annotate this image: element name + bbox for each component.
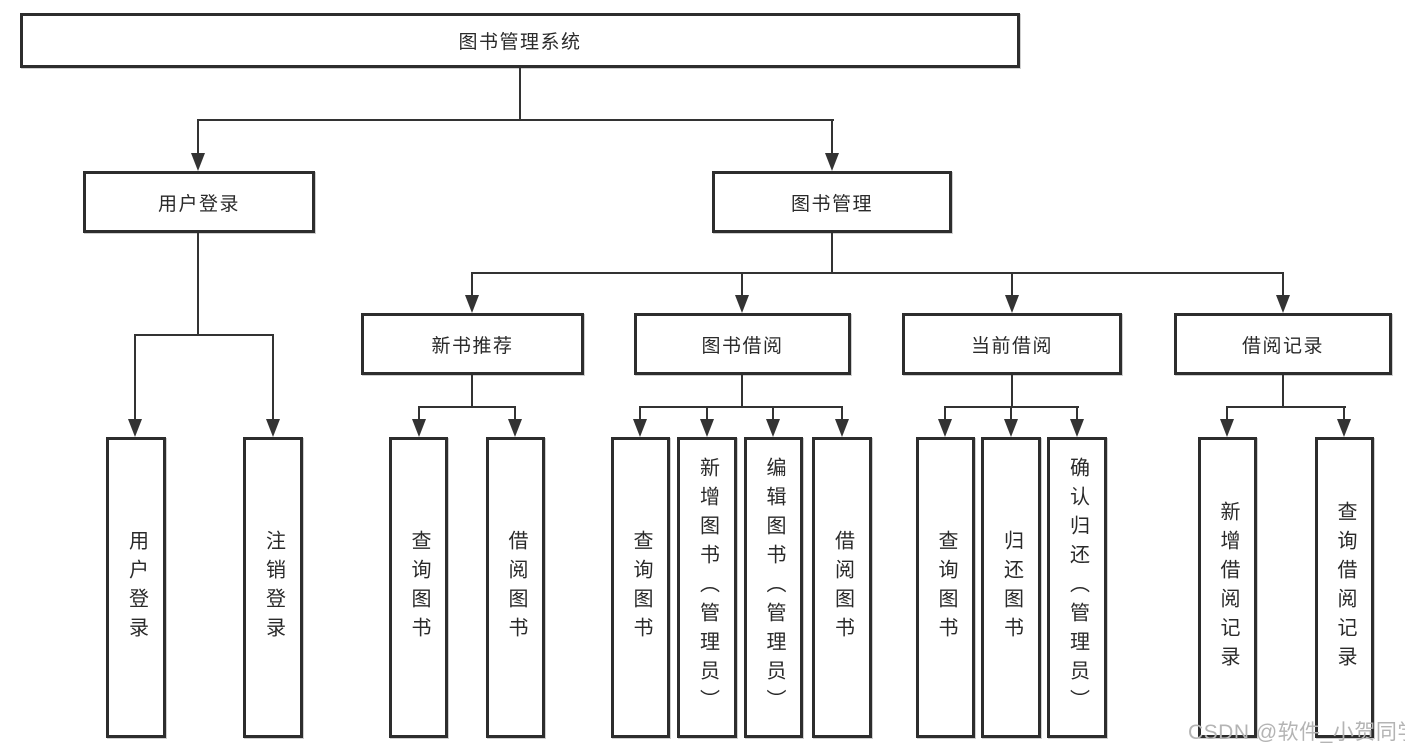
connector-line	[944, 406, 946, 419]
leaf-label: 查询借阅记录	[1334, 500, 1356, 675]
connector-line	[471, 272, 1284, 274]
leaf-label: 查询图书	[408, 529, 430, 646]
leaf-edit-book-admin: 编辑图书（管理员）	[744, 437, 803, 738]
leaf-query-books-3: 查询图书	[916, 437, 975, 738]
node-label: 当前借阅	[970, 335, 1053, 357]
leaf-borrow-books-1: 借阅图书	[486, 437, 545, 738]
leaf-label: 注销登录	[262, 529, 285, 646]
connector-line	[639, 406, 641, 419]
node-label: 借阅记录	[1241, 335, 1324, 357]
arrow-down-icon	[735, 295, 749, 313]
leaf-borrow-books-2: 借阅图书	[812, 437, 872, 738]
leaf-confirm-return-admin: 确认归还（管理员）	[1047, 437, 1107, 738]
connector-line	[519, 68, 521, 120]
connector-line	[831, 119, 833, 153]
leaf-label: 编辑图书（管理员）	[763, 457, 785, 718]
connector-line	[514, 406, 516, 419]
connector-line	[841, 406, 843, 419]
node-label: 用户登录	[157, 193, 240, 215]
arrow-down-icon	[938, 419, 952, 437]
connector-line	[418, 406, 516, 408]
node-book-management: 图书管理	[712, 171, 952, 233]
leaf-query-borrow-record: 查询借阅记录	[1315, 437, 1374, 738]
connector-line	[1282, 375, 1284, 408]
leaf-add-book-admin: 新增图书（管理员）	[677, 437, 737, 738]
connector-line	[272, 334, 274, 419]
arrow-down-icon	[1337, 419, 1351, 437]
node-current-borrow: 当前借阅	[902, 313, 1122, 375]
connector-line	[706, 406, 708, 419]
connector-line	[741, 375, 743, 408]
leaf-query-books-1: 查询图书	[389, 437, 448, 738]
connector-line	[471, 272, 473, 295]
arrow-down-icon	[465, 295, 479, 313]
leaf-label: 归还图书	[1000, 529, 1023, 646]
connector-line	[134, 334, 274, 336]
node-user-login: 用户登录	[83, 171, 315, 233]
connector-line	[1343, 406, 1345, 419]
node-book-borrow: 图书借阅	[634, 313, 851, 375]
arrow-down-icon	[266, 419, 280, 437]
node-root-label: 图书管理系统	[458, 32, 582, 53]
leaf-label: 确认归还（管理员）	[1066, 457, 1089, 718]
leaf-label: 用户登录	[125, 529, 148, 646]
arrow-down-icon	[128, 419, 142, 437]
leaf-label: 查询图书	[935, 529, 957, 646]
leaf-label: 查询图书	[630, 529, 652, 646]
connector-line	[831, 233, 833, 274]
connector-line	[134, 334, 136, 419]
arrow-down-icon	[1070, 419, 1084, 437]
connector-line	[1010, 406, 1012, 419]
arrow-down-icon	[412, 419, 426, 437]
node-label: 图书管理	[790, 193, 873, 215]
arrow-down-icon	[825, 153, 839, 171]
leaf-logout: 注销登录	[243, 437, 303, 738]
connector-line	[418, 406, 420, 419]
connector-line	[471, 375, 473, 408]
node-borrow-records: 借阅记录	[1174, 313, 1392, 375]
connector-line	[197, 119, 199, 153]
node-new-book-recommend: 新书推荐	[361, 313, 584, 375]
connector-line	[197, 233, 199, 336]
node-label: 新书推荐	[431, 335, 514, 357]
connector-line	[1011, 375, 1013, 408]
connector-line	[1226, 406, 1228, 419]
connector-line	[741, 272, 743, 295]
connector-line	[1011, 272, 1013, 295]
connector-line	[772, 406, 774, 419]
leaf-query-books-2: 查询图书	[611, 437, 670, 738]
arrow-down-icon	[1005, 295, 1019, 313]
connector-line	[1076, 406, 1078, 419]
node-label: 图书借阅	[701, 335, 784, 357]
arrow-down-icon	[191, 153, 205, 171]
connector-line	[197, 119, 834, 121]
arrow-down-icon	[1220, 419, 1234, 437]
arrow-down-icon	[700, 419, 714, 437]
connector-line	[639, 406, 843, 408]
csdn-watermark: CSDN @软件_小贺同学	[1188, 721, 1405, 744]
leaf-label: 借阅图书	[505, 529, 527, 646]
arrow-down-icon	[1004, 419, 1018, 437]
arrow-down-icon	[835, 419, 849, 437]
leaf-return-books: 归还图书	[981, 437, 1041, 738]
arrow-down-icon	[1276, 295, 1290, 313]
leaf-label: 新增借阅记录	[1217, 500, 1239, 675]
leaf-add-borrow-record: 新增借阅记录	[1198, 437, 1257, 738]
leaf-user-login: 用户登录	[106, 437, 166, 738]
connector-line	[1226, 406, 1346, 408]
connector-line	[1282, 272, 1284, 295]
arrow-down-icon	[633, 419, 647, 437]
node-root: 图书管理系统	[20, 13, 1020, 68]
arrow-down-icon	[766, 419, 780, 437]
leaf-label: 借阅图书	[831, 529, 854, 646]
arrow-down-icon	[508, 419, 522, 437]
leaf-label: 新增图书（管理员）	[696, 457, 719, 718]
